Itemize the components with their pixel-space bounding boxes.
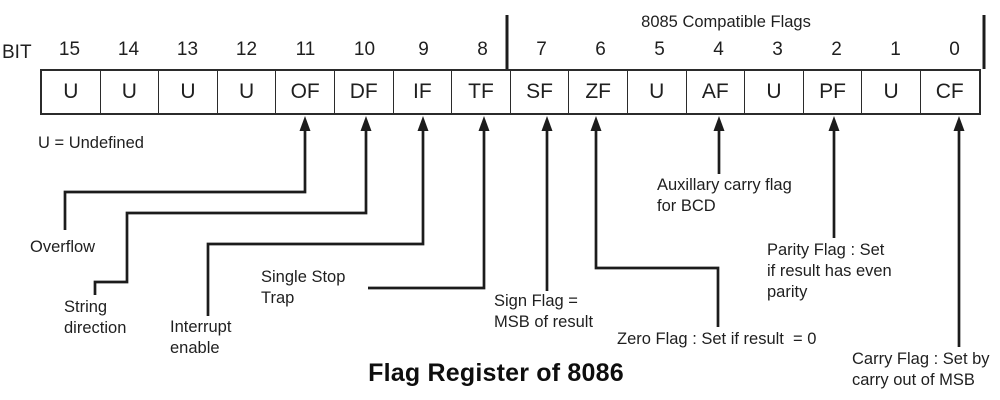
register-cell-bit11: OF: [276, 71, 335, 113]
undefined-note: U = Undefined: [38, 134, 144, 152]
bit-number-15: 15: [58, 39, 81, 60]
single-stop-trap-label: Single Stop Trap: [261, 268, 346, 307]
df-connector-arrow: [93, 116, 372, 295]
flag-register-box: U U U U OF DF IF TF SF ZF U AF U PF U CF: [40, 69, 981, 115]
af-connector-arrow: [713, 116, 725, 174]
zf-connector-arrow: [590, 116, 720, 327]
carry-flag-label: Carry Flag : Set by carry out of MSB: [852, 350, 990, 389]
register-cell-bit10: DF: [335, 71, 394, 113]
overflow-flag-label: Overflow: [30, 238, 96, 256]
register-cell-bit15: U: [42, 71, 101, 113]
cf-connector-arrow: [953, 116, 965, 347]
sf-connector-arrow: [541, 116, 553, 291]
bit-number-8: 8: [477, 39, 488, 60]
register-cell-bit5: U: [628, 71, 687, 113]
register-cell-bit7: SF: [511, 71, 570, 113]
bit-number-4: 4: [713, 39, 724, 60]
string-direction-label: String direction: [64, 298, 127, 337]
bit-number-6: 6: [595, 39, 606, 60]
bit-number-3: 3: [772, 39, 783, 60]
bit-number-10: 10: [353, 39, 376, 60]
sign-flag-label: Sign Flag = MSB of result: [494, 292, 594, 331]
zero-flag-label: Zero Flag : Set if result = 0: [617, 330, 817, 348]
bit-numbers-row: 15 14 13 12 11 10 9 8 7 6 5 4 3 2 1 0: [40, 39, 984, 61]
register-cell-bit1: U: [862, 71, 921, 113]
bit-number-9: 9: [418, 39, 429, 60]
interrupt-enable-label: Interrupt enable: [170, 318, 232, 357]
register-cell-bit3: U: [745, 71, 804, 113]
register-cell-bit14: U: [101, 71, 160, 113]
bit-number-7: 7: [536, 39, 547, 60]
register-cell-bit0: CF: [935, 80, 964, 103]
compat-flags-label: 8085 Compatible Flags: [641, 13, 811, 31]
bit-number-12: 12: [235, 39, 258, 60]
bit-number-5: 5: [654, 39, 665, 60]
if-connector-arrow: [206, 116, 429, 316]
diagram-title: Flag Register of 8086: [368, 359, 624, 387]
bit-number-0: 0: [949, 39, 960, 60]
bit-number-2: 2: [831, 39, 842, 60]
bit-number-14: 14: [117, 39, 140, 60]
bit-row-label: BIT: [2, 42, 32, 63]
pf-connector-arrow: [828, 116, 840, 238]
register-cell-bit2: PF: [804, 71, 863, 113]
parity-flag-label: Parity Flag : Set if result has even par…: [767, 241, 892, 301]
tf-connector-arrow: [368, 116, 490, 290]
of-connector-arrow: [63, 116, 311, 230]
bit-number-1: 1: [890, 39, 901, 60]
register-cell-bit4: AF: [687, 71, 746, 113]
register-cell-bit13: U: [159, 71, 218, 113]
register-cell-bit12: U: [218, 71, 277, 113]
bit-number-11: 11: [295, 39, 316, 60]
register-cell-bit8: TF: [452, 71, 511, 113]
bit-number-13: 13: [176, 39, 199, 60]
register-cell-bit9: IF: [394, 71, 453, 113]
register-cell-bit6: ZF: [569, 71, 628, 113]
auxiliary-carry-label: Auxillary carry flag for BCD: [657, 176, 792, 215]
